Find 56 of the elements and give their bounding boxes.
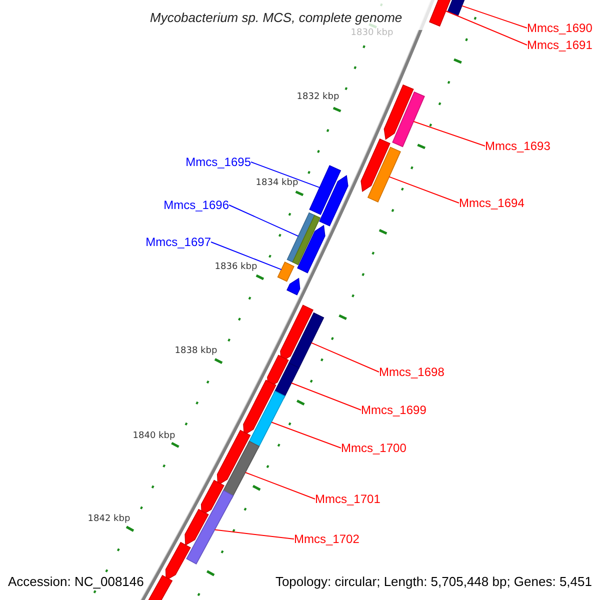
gene-bar [392, 92, 425, 148]
gene-label: Mmcs_1690 [527, 22, 592, 34]
scale-label: 1834 kbp [256, 179, 298, 188]
leader-line [244, 472, 316, 500]
gene-bar [360, 138, 390, 192]
gene-label: Mmcs_1695 [186, 156, 251, 168]
gene-label: Mmcs_1701 [315, 493, 380, 505]
gene-bar [184, 508, 209, 546]
scale-label: 1832 kbp [296, 93, 340, 102]
gene-bar [243, 380, 276, 436]
gene-bar [288, 312, 324, 368]
leader-line [445, 10, 528, 46]
gene-bar [286, 278, 300, 296]
leader-line [388, 176, 460, 204]
gene-label: Mmcs_1698 [379, 366, 444, 378]
gene-bar [216, 430, 251, 486]
gene-bar [273, 362, 300, 399]
gene-bar [277, 262, 294, 282]
scale-label: 1838 kbp [174, 347, 218, 356]
gene-label: Mmcs_1691 [527, 39, 592, 51]
gene-label: Mmcs_1700 [341, 442, 406, 454]
scale-label: 1842 kbp [88, 515, 130, 524]
leader-line [214, 529, 294, 540]
gene-label: Mmcs_1694 [459, 197, 524, 209]
gene-bar [248, 390, 286, 449]
gene-bar [367, 146, 401, 203]
gene-bar [186, 490, 234, 565]
gene-label: Mmcs_1697 [146, 236, 211, 248]
scale-label: 1840 kbp [132, 432, 176, 441]
leader-line [290, 382, 362, 410]
scale-label: 1830 kbp [350, 29, 394, 38]
gene-bar [319, 175, 348, 226]
leader-line [413, 121, 486, 146]
gene-bar [165, 542, 191, 581]
info-text: Accession: NC_008146 [8, 575, 144, 588]
gene-bar [309, 165, 342, 215]
leader-line [310, 342, 380, 372]
gene-label: Mmcs_1696 [164, 199, 229, 211]
gene-bar [297, 224, 326, 274]
leader-line [210, 242, 282, 270]
leader-line [250, 162, 320, 188]
gene-label: Mmcs_1693 [485, 140, 550, 152]
gene-label: Mmcs_1702 [294, 533, 360, 545]
leader-line [228, 204, 299, 237]
leader-line [271, 422, 342, 448]
gene-bar [428, 0, 452, 27]
gene-bar [447, 0, 466, 16]
gene-bar [384, 84, 414, 140]
scale-label: 1836 kbp [214, 263, 258, 272]
leader-line [461, 5, 528, 28]
gene-bar [221, 440, 260, 500]
gene-bar [292, 214, 321, 266]
map-title: Mycobacterium sp. MCS, complete genome [150, 11, 402, 24]
gene-bar [200, 480, 224, 516]
gene-label: Mmcs_1699 [361, 404, 426, 416]
info-text: Topology: circular; Length: 5,705,448 bp; Genes: 5,451 [275, 575, 592, 588]
